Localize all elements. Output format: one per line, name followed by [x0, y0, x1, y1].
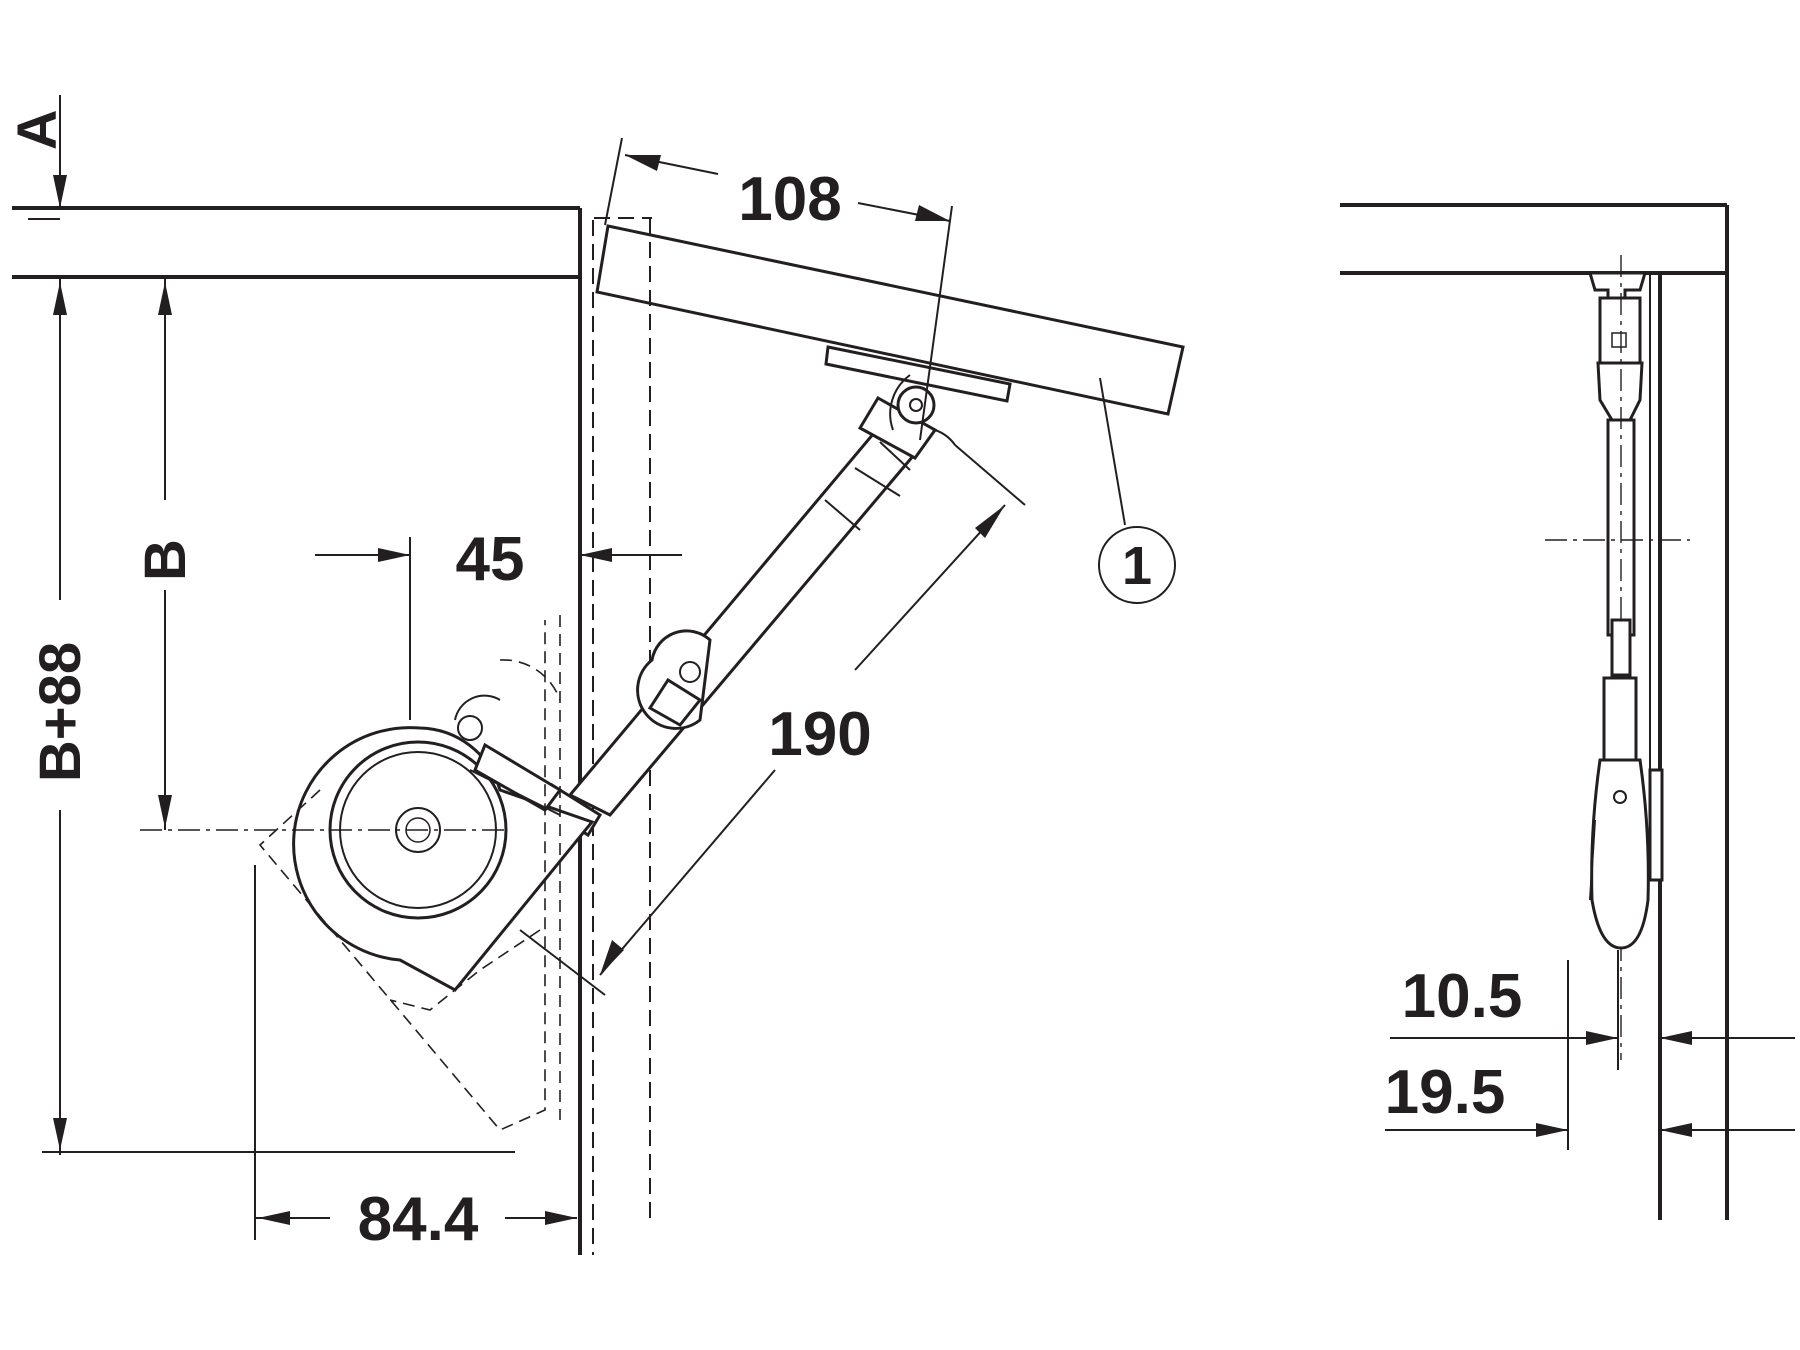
- label-B-plus-88: B+88: [28, 642, 93, 782]
- lift-arm: [537, 374, 956, 838]
- dim-B: B: [133, 277, 510, 831]
- label-B: B: [133, 539, 198, 581]
- dim-A: A: [5, 95, 68, 208]
- label-45: 45: [456, 525, 525, 594]
- closed-position-outline: [258, 615, 561, 1131]
- label-84-4: 84.4: [358, 1185, 479, 1254]
- flap-panel: [595, 224, 1185, 416]
- dim-190: 190: [519, 444, 1026, 996]
- label-19-5: 19.5: [1385, 1058, 1506, 1127]
- callout-1: 1: [1098, 377, 1176, 604]
- label-190: 190: [768, 700, 871, 769]
- dim-108: 108: [604, 137, 953, 441]
- label-callout-1: 1: [1122, 536, 1152, 596]
- label-10-5: 10.5: [1402, 962, 1523, 1031]
- dim-10-5: 10.5: [1390, 950, 1795, 1150]
- mechanism-housing: [292, 694, 595, 992]
- front-view: [1340, 203, 1729, 1220]
- dim-B-plus-88: B+88: [28, 277, 515, 1155]
- dim-19-5: 19.5: [1385, 1058, 1795, 1137]
- cabinet-side-view: [12, 206, 652, 1255]
- label-A: A: [5, 110, 68, 150]
- dim-45: 45: [315, 525, 682, 720]
- label-108: 108: [738, 165, 841, 234]
- dim-84-4: 84.4: [254, 865, 577, 1254]
